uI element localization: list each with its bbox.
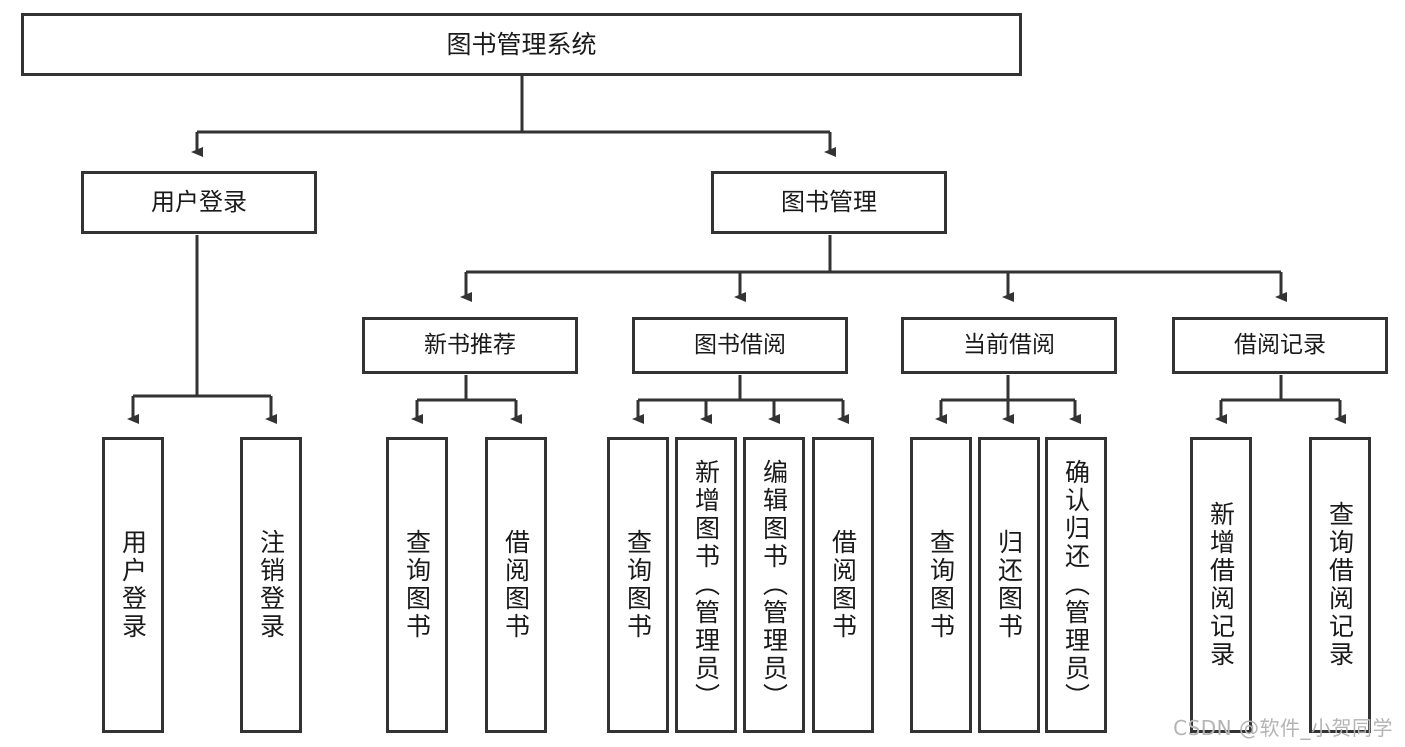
node-leaf-edit-book-label: 编辑图书（管理员）	[759, 459, 789, 711]
node-leaf-borrow-book-2[interactable]: 借阅图书	[812, 437, 874, 733]
node-leaf-add-book-label: 新增图书（管理员）	[691, 459, 721, 711]
node-leaf-confirm-return-label: 确认归还（管理员）	[1061, 459, 1091, 711]
node-leaf-add-record[interactable]: 新增借阅记录	[1190, 437, 1252, 733]
node-leaf-add-book[interactable]: 新增图书（管理员）	[675, 437, 737, 733]
node-leaf-logout-login-label: 注销登录	[256, 529, 286, 641]
node-borrow-record-label: 借阅记录	[1234, 331, 1326, 358]
node-leaf-borrow-book-1-label: 借阅图书	[501, 529, 531, 641]
node-leaf-query-record-label: 查询借阅记录	[1325, 501, 1355, 669]
node-new-book-recommend[interactable]: 新书推荐	[362, 317, 578, 374]
node-book-manage[interactable]: 图书管理	[711, 171, 947, 234]
node-leaf-edit-book[interactable]: 编辑图书（管理员）	[743, 437, 805, 733]
node-new-book-recommend-label: 新书推荐	[424, 331, 516, 358]
node-borrow-record[interactable]: 借阅记录	[1172, 317, 1388, 374]
node-leaf-logout-login[interactable]: 注销登录	[240, 437, 302, 733]
node-book-borrow[interactable]: 图书借阅	[632, 317, 848, 374]
node-leaf-borrow-book-2-label: 借阅图书	[828, 529, 858, 641]
node-leaf-borrow-book-1[interactable]: 借阅图书	[485, 437, 547, 733]
node-leaf-query-book-2[interactable]: 查询图书	[607, 437, 669, 733]
node-leaf-user-login[interactable]: 用户登录	[102, 437, 164, 733]
node-leaf-return-book[interactable]: 归还图书	[978, 437, 1040, 733]
node-current-borrow-label: 当前借阅	[963, 331, 1055, 358]
node-leaf-query-book-1-label: 查询图书	[402, 529, 432, 641]
node-user-login[interactable]: 用户登录	[81, 171, 317, 234]
node-leaf-user-login-label: 用户登录	[118, 529, 148, 641]
node-root[interactable]: 图书管理系统	[21, 13, 1022, 76]
node-root-label: 图书管理系统	[446, 29, 597, 59]
node-leaf-query-record[interactable]: 查询借阅记录	[1309, 437, 1371, 733]
node-user-login-label: 用户登录	[151, 188, 247, 217]
node-leaf-confirm-return[interactable]: 确认归还（管理员）	[1045, 437, 1107, 733]
node-book-manage-label: 图书管理	[781, 188, 877, 217]
node-leaf-query-book-2-label: 查询图书	[623, 529, 653, 641]
node-current-borrow[interactable]: 当前借阅	[901, 317, 1117, 374]
node-leaf-add-record-label: 新增借阅记录	[1206, 501, 1236, 669]
node-leaf-query-book-3[interactable]: 查询图书	[910, 437, 972, 733]
node-leaf-query-book-3-label: 查询图书	[926, 529, 956, 641]
node-book-borrow-label: 图书借阅	[694, 331, 786, 358]
node-leaf-query-book-1[interactable]: 查询图书	[386, 437, 448, 733]
node-leaf-return-book-label: 归还图书	[994, 529, 1024, 641]
